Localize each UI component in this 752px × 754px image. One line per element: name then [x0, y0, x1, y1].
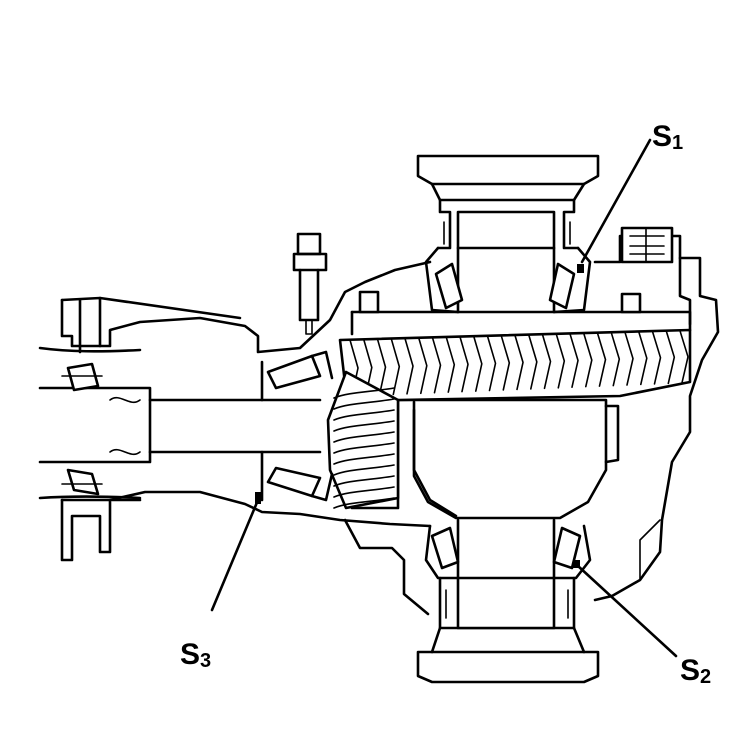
leader-lines [210, 138, 678, 658]
shims [255, 264, 584, 568]
shim-s3-marker [255, 492, 261, 504]
leader-line-s3 [210, 498, 260, 612]
pinion-shaft [38, 346, 322, 500]
shim-s1-marker [577, 264, 584, 273]
label-s1: S1 [652, 120, 683, 154]
differential-case [350, 290, 692, 520]
label-s2: S2 [680, 654, 711, 688]
speed-sensor [620, 226, 674, 264]
ring-gear [338, 328, 692, 402]
lower-carrier-bearing [424, 518, 592, 630]
label-s3: S3 [180, 638, 211, 672]
leader-line-s2 [576, 564, 678, 658]
pinion-gear [326, 370, 400, 510]
pinion-flange-bolt [292, 232, 328, 335]
shim-s2-marker [573, 560, 580, 568]
leader-line-s1 [580, 138, 652, 264]
pinion-rear-bearing [260, 350, 334, 502]
lower-axle-flange [416, 626, 600, 684]
labels: S1 S2 S3 [180, 120, 711, 688]
pinion-front-bearing [61, 362, 103, 496]
upper-carrier-bearing [424, 210, 592, 314]
upper-axle-flange [416, 154, 600, 250]
